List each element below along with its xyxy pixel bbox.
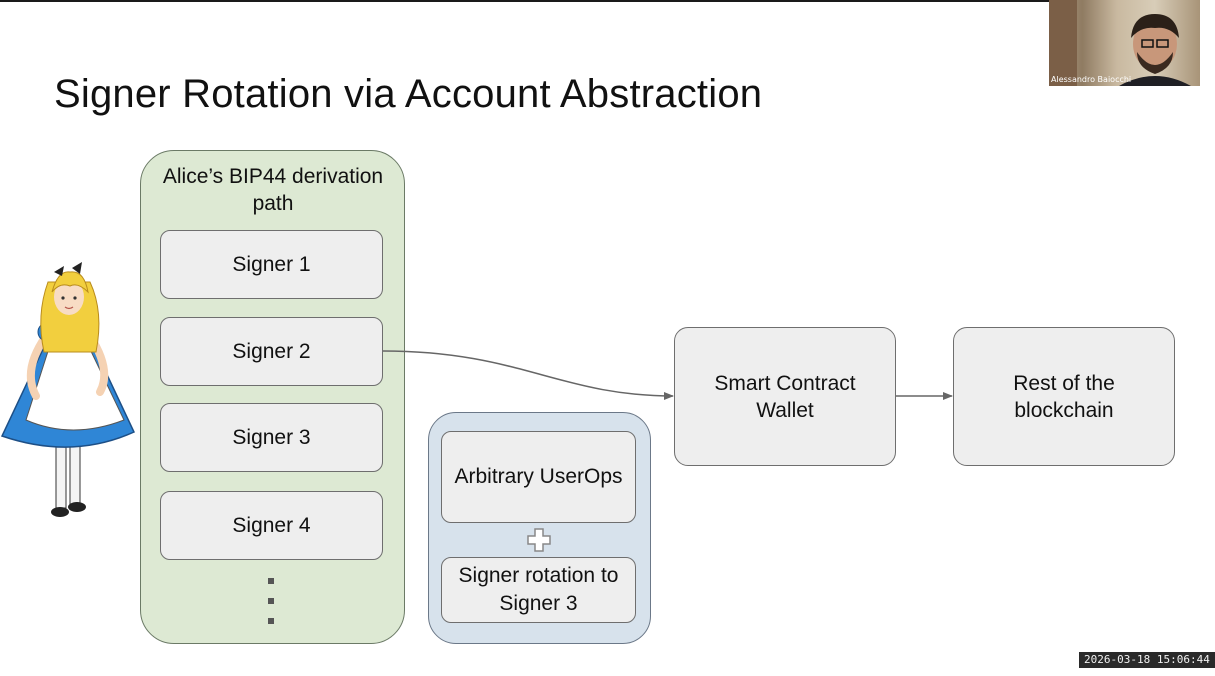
presenter-name: Alessandro Baiocchi (1051, 75, 1132, 84)
rest-of-blockchain-node: Rest of the blockchain (953, 327, 1175, 466)
smart-contract-wallet-node: Smart Contract Wallet (674, 327, 896, 466)
arrow-signer2-to-wallet (382, 350, 674, 400)
derivation-path-label: Alice’s BIP44 derivation path (162, 165, 384, 215)
arbitrary-userops-node: Arbitrary UserOps (441, 431, 636, 523)
signer-2-node: Signer 2 (160, 317, 383, 386)
slide-top-border (0, 0, 1200, 2)
slide-title: Signer Rotation via Account Abstraction (54, 72, 763, 116)
signer-4-node: Signer 4 (160, 491, 383, 560)
webcam-thumbnail: Alessandro Baiocchi (1049, 0, 1200, 86)
ellipsis-dot (268, 578, 274, 584)
ellipsis-dot (268, 598, 274, 604)
plus-icon (527, 528, 551, 552)
signer-1-node: Signer 1 (160, 230, 383, 299)
signer-3-node: Signer 3 (160, 403, 383, 472)
recording-timestamp: 2026-03-18 15:06:44 (1079, 652, 1215, 668)
ellipsis-dot (268, 618, 274, 624)
presenter-avatar (1049, 0, 1191, 86)
signer-rotation-node: Signer rotation to Signer 3 (441, 557, 636, 623)
